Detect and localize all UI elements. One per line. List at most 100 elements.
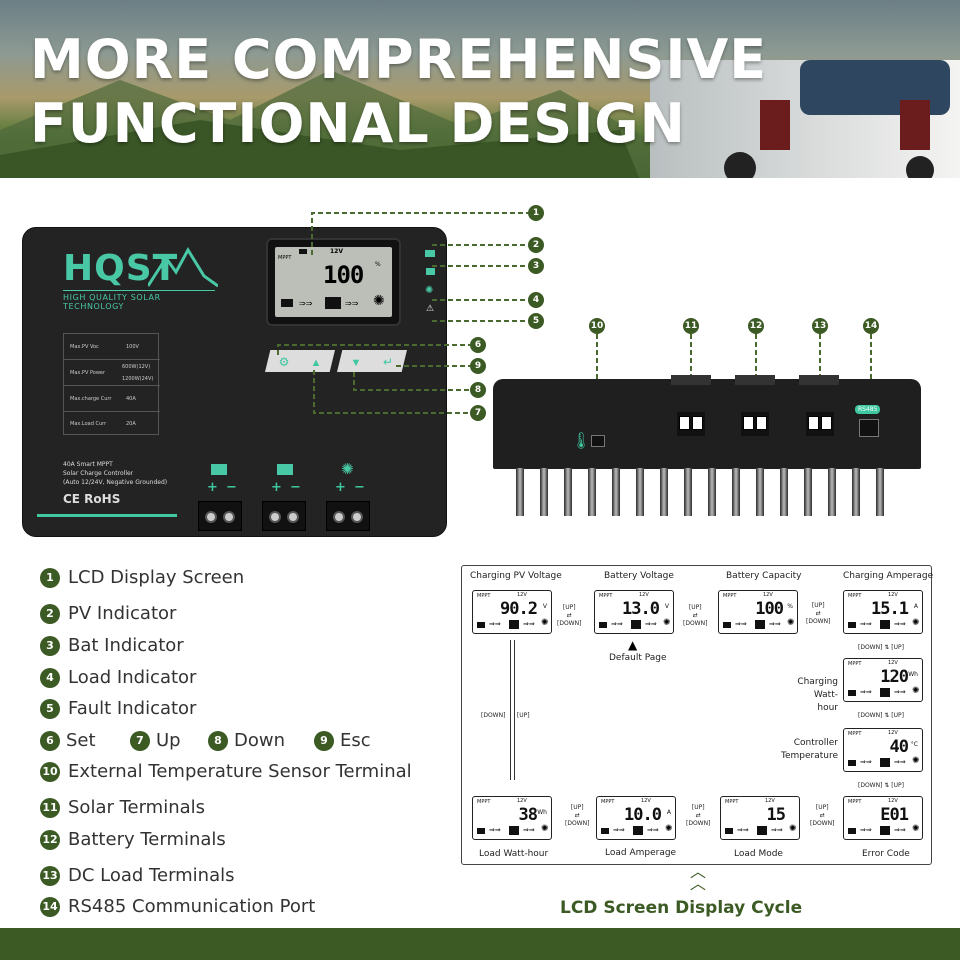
battery-small-icon (299, 249, 307, 254)
flow-icons: ⇒⇒⇒⇒✺ (599, 618, 671, 630)
left-vertical-line (510, 640, 511, 780)
callout-lines (277, 212, 872, 438)
callout-5: 5 (528, 313, 544, 329)
flow-icons: ⇒⇒⇒⇒✺ (848, 618, 920, 630)
temp-sensor-port (591, 435, 605, 447)
up-down-arrows: [UP]⇄[DOWN] (686, 804, 711, 827)
mountain-logo-icon (148, 247, 218, 288)
screen-caption: Battery Voltage (604, 571, 674, 581)
hero-banner: MORE COMPREHENSIVE FUNCTIONAL DESIGN (0, 0, 960, 178)
up-down-arrows: [UP]⇄[DOWN] (683, 604, 708, 627)
controller-front-view: HQST HIGH QUALITY SOLAR TECHNOLOGY MPPT … (22, 227, 447, 537)
load-indicator-icon: ✺ (425, 285, 434, 296)
flow-icons: ⇒⇒⇒⇒✺ (848, 824, 920, 836)
flow-icons: ⇒⇒⇒⇒✺ (725, 824, 797, 836)
title-line-1: MORE COMPREHENSIVE (30, 28, 768, 91)
screen-caption: Load Watt-hour (479, 849, 549, 859)
solar-panel-icon (211, 464, 227, 475)
callout-9: 9 (470, 358, 486, 374)
lcd-cycle-diagram (461, 565, 932, 865)
front-battery-terminal (262, 501, 306, 531)
spec-value: 20A (126, 421, 136, 427)
return-arrow-icon: ↵ (382, 354, 394, 369)
up-down-arrows: [UP]⇄[DOWN] (806, 602, 831, 625)
load-terminal (806, 412, 834, 436)
product-description: 40A Smart MPPT Solar Charge Controller (… (63, 460, 167, 487)
battery-icon (325, 297, 341, 309)
spec-value: 100V (126, 344, 139, 350)
thermometer-icon: 🌡 (571, 431, 592, 450)
battery-terminal (741, 412, 769, 436)
callout-12: 12 (748, 318, 764, 334)
rs485-port (859, 419, 879, 437)
front-solar-terminal (198, 501, 242, 531)
flow-icons: ⇒⇒⇒⇒✺ (723, 618, 795, 630)
arrow-icon: ⇒⇒ (345, 299, 359, 308)
plus-sign: + (335, 480, 346, 495)
fault-indicator-icon: ⚠ (426, 304, 435, 314)
bulb-icon: ✺ (373, 293, 385, 309)
callout-11: 11 (683, 318, 699, 334)
callout-14: 14 (863, 318, 879, 334)
set-button[interactable]: ⚙ (265, 350, 303, 372)
plus-sign: + (271, 480, 282, 495)
screen-caption: Error Code (862, 849, 910, 859)
left-vertical-line (514, 640, 515, 780)
screen-caption: Charging PV Voltage (470, 571, 562, 581)
callout-8: 8 (470, 382, 486, 398)
vertical-arrows: [DOWN] ⇅ [UP] (858, 644, 904, 651)
bulb-icon: ✺ (341, 460, 354, 478)
solar-terminal (677, 412, 705, 436)
lcd-value: 100 (323, 261, 364, 289)
spec-value-2: 1200W(24V) (122, 376, 154, 382)
callout-10: 10 (589, 318, 605, 334)
screen-caption: Charging Watt-hour (797, 677, 838, 713)
battery-indicator-icon (426, 268, 435, 275)
callout-4: 4 (528, 292, 544, 308)
solar-panel-icon (281, 299, 293, 307)
spec-label: Max.Load Curr (70, 421, 107, 427)
callout-3: 3 (528, 258, 544, 274)
callout-7: 7 (470, 405, 486, 421)
pv-indicator-icon (425, 250, 435, 257)
up-button[interactable]: ▲ (297, 350, 335, 372)
minus-sign: − (354, 480, 365, 495)
screen-caption: Charging Amperage (843, 571, 934, 581)
spec-value: 600W(12V) (122, 364, 151, 370)
up-down-arrows: [UP]⇄[DOWN] (565, 804, 590, 827)
up-triangle-icon: ▲ (310, 356, 322, 369)
lcd-voltage-tag: 12V (330, 248, 343, 255)
screen-caption: Load Mode (734, 849, 783, 859)
callout-2: 2 (528, 237, 544, 253)
page-title: MORE COMPREHENSIVE FUNCTIONAL DESIGN (30, 28, 767, 156)
spec-label: Max.PV Voc (70, 344, 99, 350)
lcd-mode: MPPT (278, 255, 292, 261)
plus-sign: + (207, 480, 218, 495)
flow-icons: ⇒⇒⇒⇒✺ (848, 686, 920, 698)
top-ridge (735, 375, 775, 385)
down-button[interactable]: ▼ (337, 350, 375, 372)
landscape-illustration (0, 60, 960, 178)
callout-6: 6 (470, 337, 486, 353)
top-ridge (671, 375, 711, 385)
flow-icons: ⇒⇒⇒⇒✺ (477, 618, 549, 630)
front-load-terminal (326, 501, 370, 531)
brand-tagline: HIGH QUALITY SOLAR TECHNOLOGY (63, 290, 215, 311)
